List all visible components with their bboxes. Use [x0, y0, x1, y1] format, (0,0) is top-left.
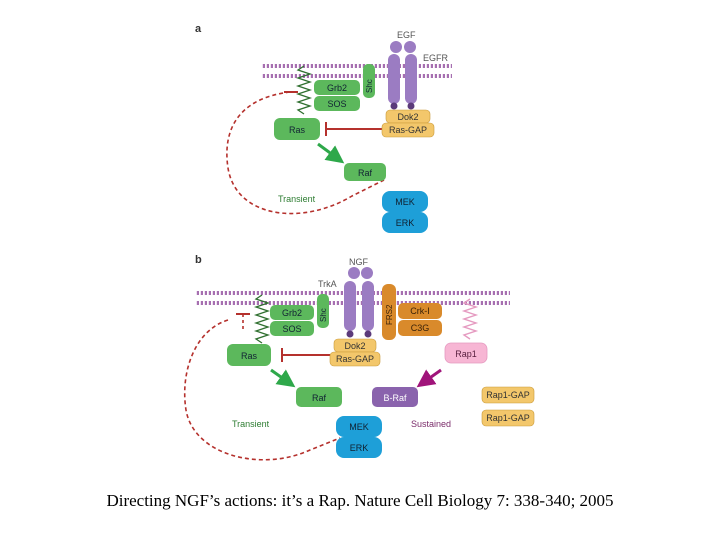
- braf-label: B-Raf: [383, 393, 407, 403]
- egfr-left: [388, 54, 400, 104]
- feedback-loop-b: [183, 319, 341, 461]
- raf-a: [344, 163, 386, 181]
- frs2: [382, 284, 396, 340]
- ngf-ligand-left: [348, 267, 360, 279]
- ngf-ligand-right: [361, 267, 373, 279]
- egfr-phospho-left: [390, 102, 398, 110]
- membrane-a: [262, 64, 452, 78]
- grb2-b: [270, 305, 314, 320]
- ras-to-raf-arrow-b: [270, 368, 296, 388]
- grb2-b-label: Grb2: [282, 308, 302, 318]
- c3g-label: C3G: [411, 323, 430, 333]
- trka-phospho-left: [346, 330, 354, 338]
- rasgap-b-label: Ras-GAP: [336, 354, 374, 364]
- sustained-label: Sustained: [411, 419, 451, 429]
- grb2-a: [314, 80, 360, 95]
- transient-a-label: Transient: [278, 194, 316, 204]
- sos-b: [270, 321, 314, 336]
- egfr-right: [405, 54, 417, 104]
- rap1gap-top-label: Rap1-GAP: [486, 390, 530, 400]
- crk: [398, 303, 442, 319]
- ras-to-raf-arrow-a: [317, 142, 345, 164]
- spring-a: [295, 65, 313, 115]
- dok2-b-label: Dok2: [344, 341, 365, 351]
- dok2-a-label: Dok2: [397, 112, 418, 122]
- shc-a-label: Shc: [365, 79, 374, 93]
- rap1gap-top: [481, 386, 535, 404]
- erk-a: [382, 212, 428, 233]
- erk-b: [336, 437, 382, 458]
- raf-a-label: Raf: [358, 168, 373, 178]
- rap1gap-bottom-label: Rap1-GAP: [486, 413, 530, 423]
- ras-b-label: Ras: [241, 351, 258, 361]
- ngf-label: NGF: [349, 257, 369, 267]
- shc-b-label: Shc: [319, 308, 328, 322]
- rap1gap-bottom: [481, 409, 535, 427]
- feedback-loop-a: [226, 91, 385, 215]
- rasgap-b: [329, 351, 381, 367]
- rap1-label: Rap1: [455, 349, 477, 359]
- panel-b-label: b: [195, 254, 202, 266]
- egfr-label: EGFR: [423, 53, 449, 63]
- braf: [372, 387, 418, 407]
- rap1-to-braf-arrow: [416, 368, 442, 388]
- egfr-phospho-right: [407, 102, 415, 110]
- raf-b: [296, 387, 342, 407]
- raf-b-label: Raf: [312, 393, 327, 403]
- trka-left: [344, 281, 356, 331]
- panel-a: a EGF EGFR Shc Grb2 SOS Ras Dok2: [195, 23, 452, 233]
- panel-a-label: a: [195, 23, 202, 35]
- spring-b: [253, 294, 271, 344]
- transient-b-label: Transient: [232, 419, 270, 429]
- shc-b: [317, 294, 329, 328]
- panel-b: b NGF TrkA Shc Grb2 SOS FRS2 Crk-I: [183, 254, 535, 461]
- grb2-a-label: Grb2: [327, 83, 347, 93]
- ras-a-label: Ras: [289, 125, 306, 135]
- figure-caption: Directing NGF’s actions: it’s a Rap. Nat…: [106, 491, 614, 510]
- crk-label: Crk-I: [410, 306, 430, 316]
- trka-label: TrkA: [318, 279, 337, 289]
- trka-right: [362, 281, 374, 331]
- egf-ligand-left: [390, 41, 402, 53]
- mek-a: [382, 191, 428, 212]
- ras-a: [274, 118, 320, 140]
- erk-b-label: ERK: [350, 443, 369, 453]
- sos-a-label: SOS: [327, 99, 346, 109]
- rasgap-a-label: Ras-GAP: [389, 125, 427, 135]
- mek-b-label: MEK: [349, 422, 369, 432]
- trka-phospho-right: [364, 330, 372, 338]
- spring-rap1: [461, 298, 479, 340]
- c3g: [398, 320, 442, 336]
- frs2-label: FRS2: [385, 304, 394, 325]
- sos-a: [314, 96, 360, 111]
- mek-b: [336, 416, 382, 437]
- sos-b-label: SOS: [282, 324, 301, 334]
- erk-a-label: ERK: [396, 218, 415, 228]
- rap1: [444, 342, 488, 364]
- rasgap-a: [381, 122, 435, 138]
- egf-label: EGF: [397, 30, 416, 40]
- mek-a-label: MEK: [395, 197, 415, 207]
- ras-b: [227, 344, 271, 366]
- shc-a: [363, 64, 375, 98]
- egf-ligand-right: [404, 41, 416, 53]
